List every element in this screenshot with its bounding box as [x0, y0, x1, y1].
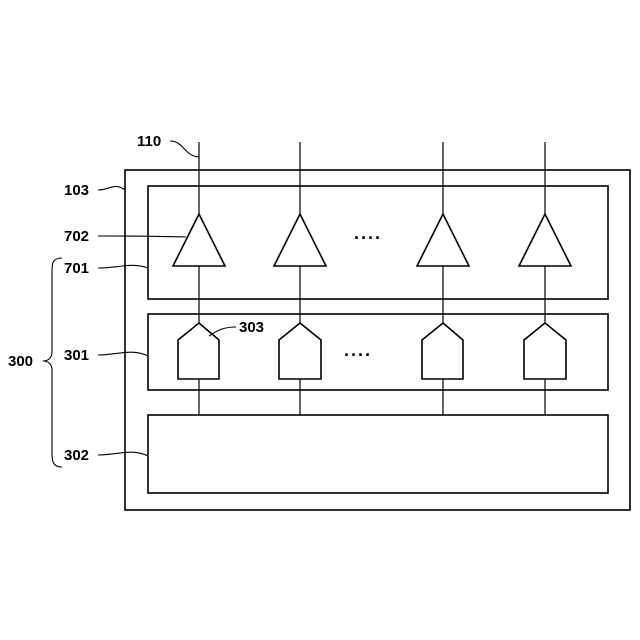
label-701: 701 [64, 260, 89, 277]
amplifier-triangle [417, 214, 469, 266]
column-2 [274, 142, 326, 415]
column-1 [173, 142, 225, 415]
leader-103 [98, 186, 125, 190]
amplifier-row-ellipsis: ···· [354, 228, 382, 248]
amplifier-triangle [274, 214, 326, 266]
column-4 [519, 142, 571, 415]
label-303: 303 [239, 319, 264, 336]
label-300: 300 [8, 353, 33, 370]
pentagon-element [422, 323, 463, 379]
leader-702 [98, 236, 186, 237]
pentagon-element [279, 323, 321, 379]
label-110: 110 [137, 133, 161, 150]
leader-301 [98, 352, 148, 356]
label-702: 702 [64, 228, 89, 245]
leader-701 [98, 265, 148, 268]
amplifier-triangle [173, 214, 225, 266]
leader-110 [170, 141, 199, 157]
element-row-ellipsis: ···· [344, 345, 372, 365]
label-302: 302 [64, 447, 89, 464]
pentagon-element [524, 323, 566, 379]
amplifier-triangle [519, 214, 571, 266]
label-301: 301 [64, 347, 89, 364]
leader-302 [98, 452, 148, 456]
pentagon-element [178, 323, 219, 379]
bottom-block-302 [148, 415, 608, 493]
column-3 [417, 142, 469, 415]
group-brace-300 [43, 258, 62, 467]
label-103: 103 [64, 182, 89, 199]
